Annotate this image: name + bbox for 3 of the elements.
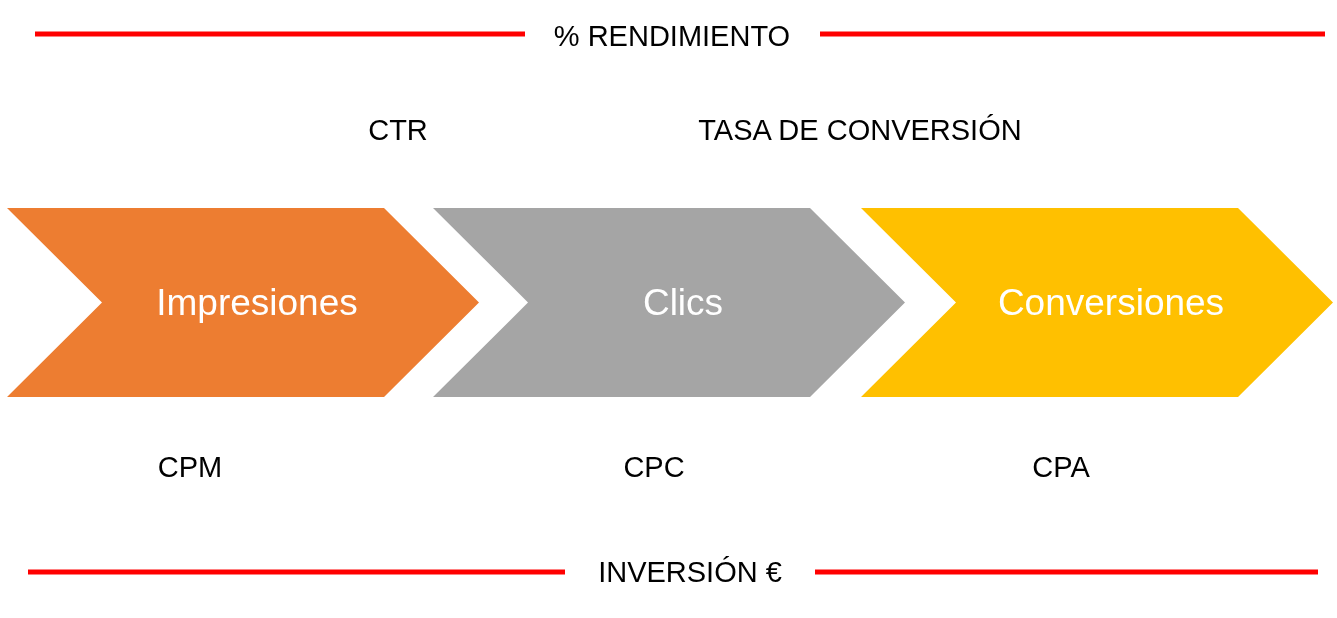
step-label: Clics [642,281,724,324]
step-label: Conversiones [997,281,1225,324]
step-label: Impresiones [156,281,358,324]
